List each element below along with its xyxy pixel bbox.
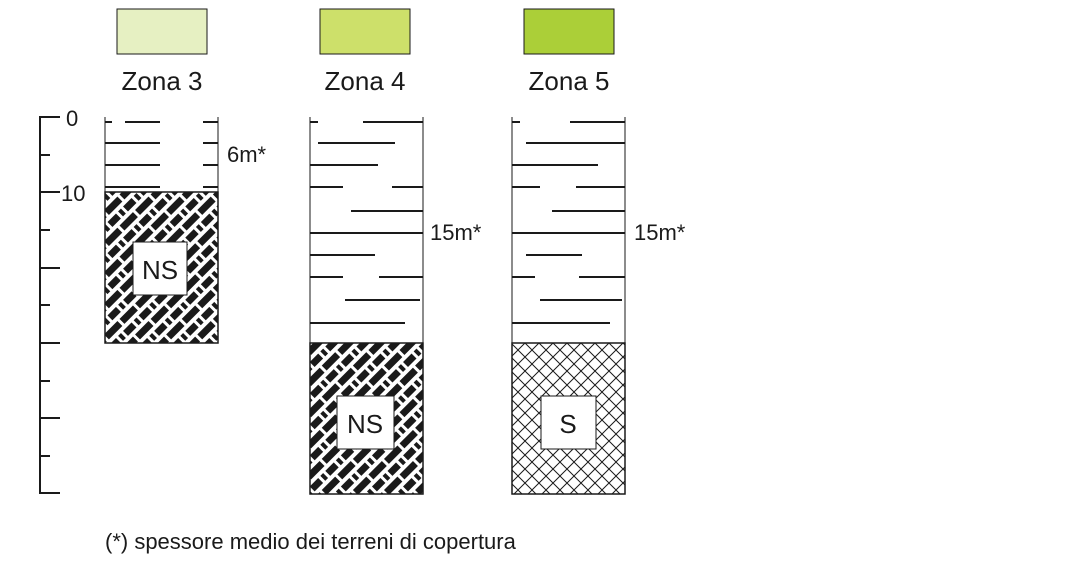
legend-swatch-zona-3 [116, 8, 208, 55]
legend-item-zona-3: Zona 3 [116, 8, 208, 96]
base-outline [309, 342, 424, 495]
cover-dashes-zona-4 [310, 121, 423, 324]
legend-label-zona-5: Zona 5 [529, 66, 610, 96]
depth-axis [39, 116, 60, 494]
cover-layer-zona-3 [105, 117, 218, 192]
base-label-zona-4: NS [347, 409, 383, 439]
base-label-zona-3: NS [142, 255, 178, 285]
legend: Zona 3 Zona 4 Zona 5 [116, 8, 615, 96]
depth-label-0: 0 [66, 106, 78, 131]
column-zona-3: NS 6m* [104, 117, 267, 344]
legend-swatch-zona-4 [319, 8, 411, 55]
base-outline [104, 191, 219, 344]
base-label-box-zona-4 [336, 395, 395, 450]
legend-label-zona-3: Zona 3 [122, 66, 203, 96]
base-label-box-zona-5 [540, 395, 597, 450]
legend-item-zona-4: Zona 4 [319, 8, 411, 96]
legend-item-zona-5: Zona 5 [523, 8, 615, 96]
depth-label-10: 10 [61, 181, 85, 206]
cover-thickness-label-zona-5: 15m* [634, 220, 686, 245]
cover-thickness-label-zona-3: 6m* [227, 142, 267, 167]
column-zona-4: NS 15m* [309, 117, 482, 495]
base-outline [511, 342, 626, 495]
cover-layer-zona-4 [310, 117, 423, 343]
base-label-box-zona-3 [132, 241, 188, 296]
footnote: (*) spessore medio dei terreni di copert… [105, 529, 517, 554]
base-label-zona-5: S [559, 409, 576, 439]
legend-label-zona-4: Zona 4 [325, 66, 406, 96]
cover-layer-zona-5 [512, 117, 625, 343]
cover-thickness-label-zona-4: 15m* [430, 220, 482, 245]
cover-dashes-zona-3 [105, 121, 218, 188]
cover-dashes-zona-5 [512, 121, 625, 324]
column-zona-5: S 15m* [511, 117, 686, 495]
legend-swatch-zona-5 [523, 8, 615, 55]
